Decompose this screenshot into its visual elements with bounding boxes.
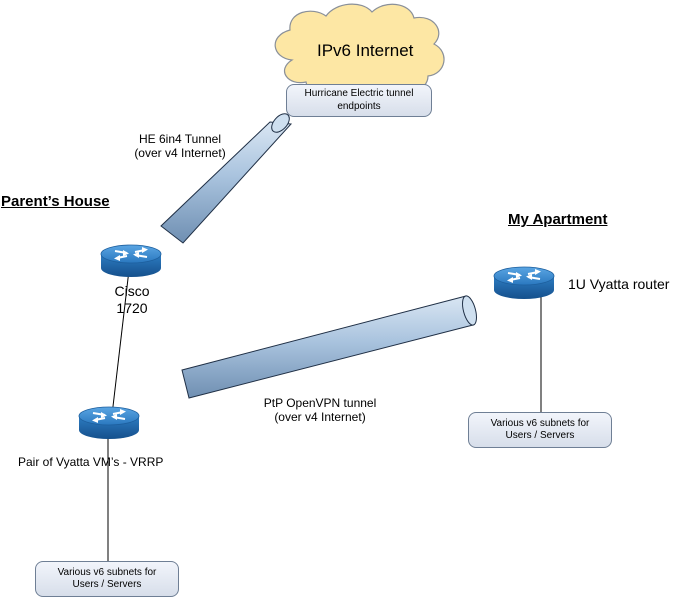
cisco-router-icon [100, 244, 162, 278]
vyatta-pair-label: Pair of Vyatta VM’s - VRRP [18, 455, 164, 469]
apartment-router-icon [493, 266, 555, 300]
apartment-subnets-box: Various v6 subnets for Users / Servers [468, 412, 612, 448]
vpn-tunnel-label-line1: PtP OpenVPN tunnel [263, 396, 377, 410]
cisco-to-vyatta-line [111, 269, 130, 416]
parents-house-heading: Parent’s House [1, 193, 110, 210]
he-tunnel-label-line2: (over v4 Internet) [134, 146, 226, 161]
parents-subnets-line1: Various v6 subnets for [57, 566, 157, 578]
cisco-label-line2: 1720 [116, 299, 148, 316]
apartment-subnets-line1: Various v6 subnets for [490, 417, 590, 429]
my-apartment-heading: My Apartment [508, 211, 608, 228]
cisco-label-line1: Cisco [114, 283, 150, 299]
he-tunnel-label: HE 6in4 Tunnel (over v4 Internet) [124, 132, 236, 161]
he-endpoints-line2: endpoints [337, 100, 381, 112]
apartment-router-label: 1U Vyatta router [568, 276, 670, 292]
cloud-title: IPv6 Internet [317, 41, 414, 60]
cisco-label: Cisco 1720 [104, 283, 160, 317]
he-endpoints-box: Hurricane Electric tunnel endpoints [286, 84, 432, 117]
vpn-tunnel-label: PtP OpenVPN tunnel (over v4 Internet) [250, 396, 390, 425]
he-tunnel-pipe [160, 113, 293, 244]
vyatta-pair-router-icon [78, 406, 140, 440]
he-tunnel-label-line1: HE 6in4 Tunnel [138, 132, 222, 146]
parents-subnets-box: Various v6 subnets for Users / Servers [35, 561, 179, 597]
parents-subnets-line2: Users / Servers [72, 579, 142, 590]
vpn-tunnel-label-line2: (over v4 Internet) [274, 410, 366, 425]
vpn-tunnel-pipe [181, 295, 477, 399]
he-endpoints-line1: Hurricane Electric tunnel [304, 88, 414, 99]
apartment-subnets-line2: Users / Servers [505, 430, 575, 441]
